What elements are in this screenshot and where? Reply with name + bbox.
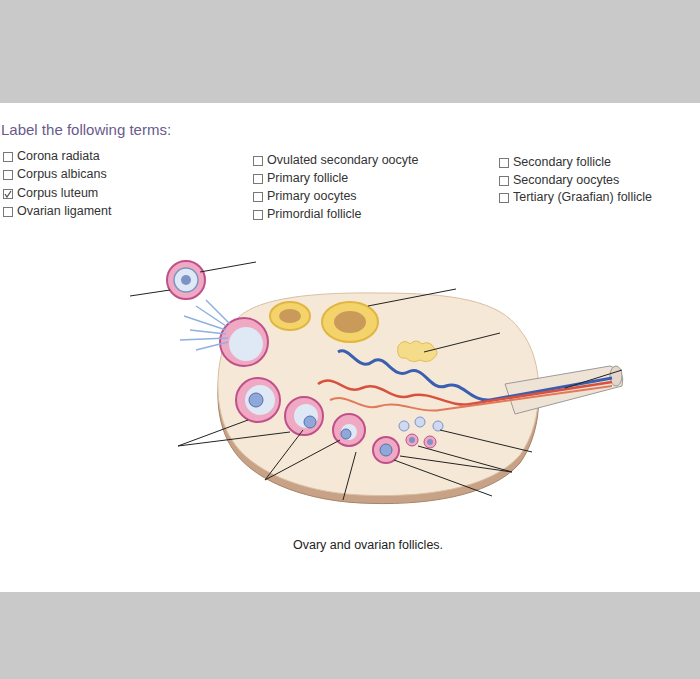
top-band	[0, 0, 700, 103]
checkbox	[3, 170, 13, 180]
checkbox	[253, 192, 263, 202]
term-label: Corona radiata	[17, 149, 100, 164]
term-label: Primary oocytes	[267, 189, 357, 204]
term-label: Secondary follicle	[513, 155, 611, 170]
checkbox	[253, 156, 263, 166]
checkbox	[3, 189, 13, 199]
bottom-band	[0, 592, 700, 679]
checkbox	[253, 210, 263, 220]
heading: Label the following terms:	[1, 121, 171, 139]
checkbox	[3, 207, 13, 217]
checkbox	[499, 176, 509, 186]
term-label: Ovulated secondary oocyte	[267, 153, 418, 168]
term-label: Corpus luteum	[17, 186, 98, 201]
term-label: Primary follicle	[267, 171, 348, 186]
term-label: Secondary oocytes	[513, 173, 619, 188]
term-label: Corpus albicans	[17, 167, 107, 182]
checkbox	[499, 158, 509, 168]
check-mark	[4, 190, 12, 198]
term-label: Ovarian ligament	[17, 204, 112, 219]
term-label: Tertiary (Graafian) follicle	[513, 190, 652, 205]
checkbox	[499, 193, 509, 203]
figure-caption: Ovary and ovarian follicles.	[293, 538, 443, 553]
checkbox	[253, 174, 263, 184]
term-label: Primordial follicle	[267, 207, 361, 222]
checkbox	[3, 152, 13, 162]
